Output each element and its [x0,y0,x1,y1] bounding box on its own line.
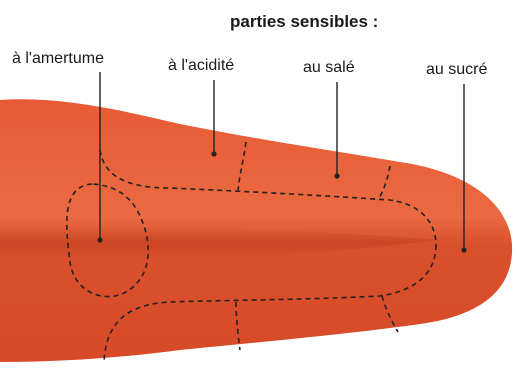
leader-sweet-dot [461,247,466,252]
leader-bitter-dot [97,237,102,242]
leader-acid-dot [211,151,216,156]
leader-salty-dot [334,173,339,178]
